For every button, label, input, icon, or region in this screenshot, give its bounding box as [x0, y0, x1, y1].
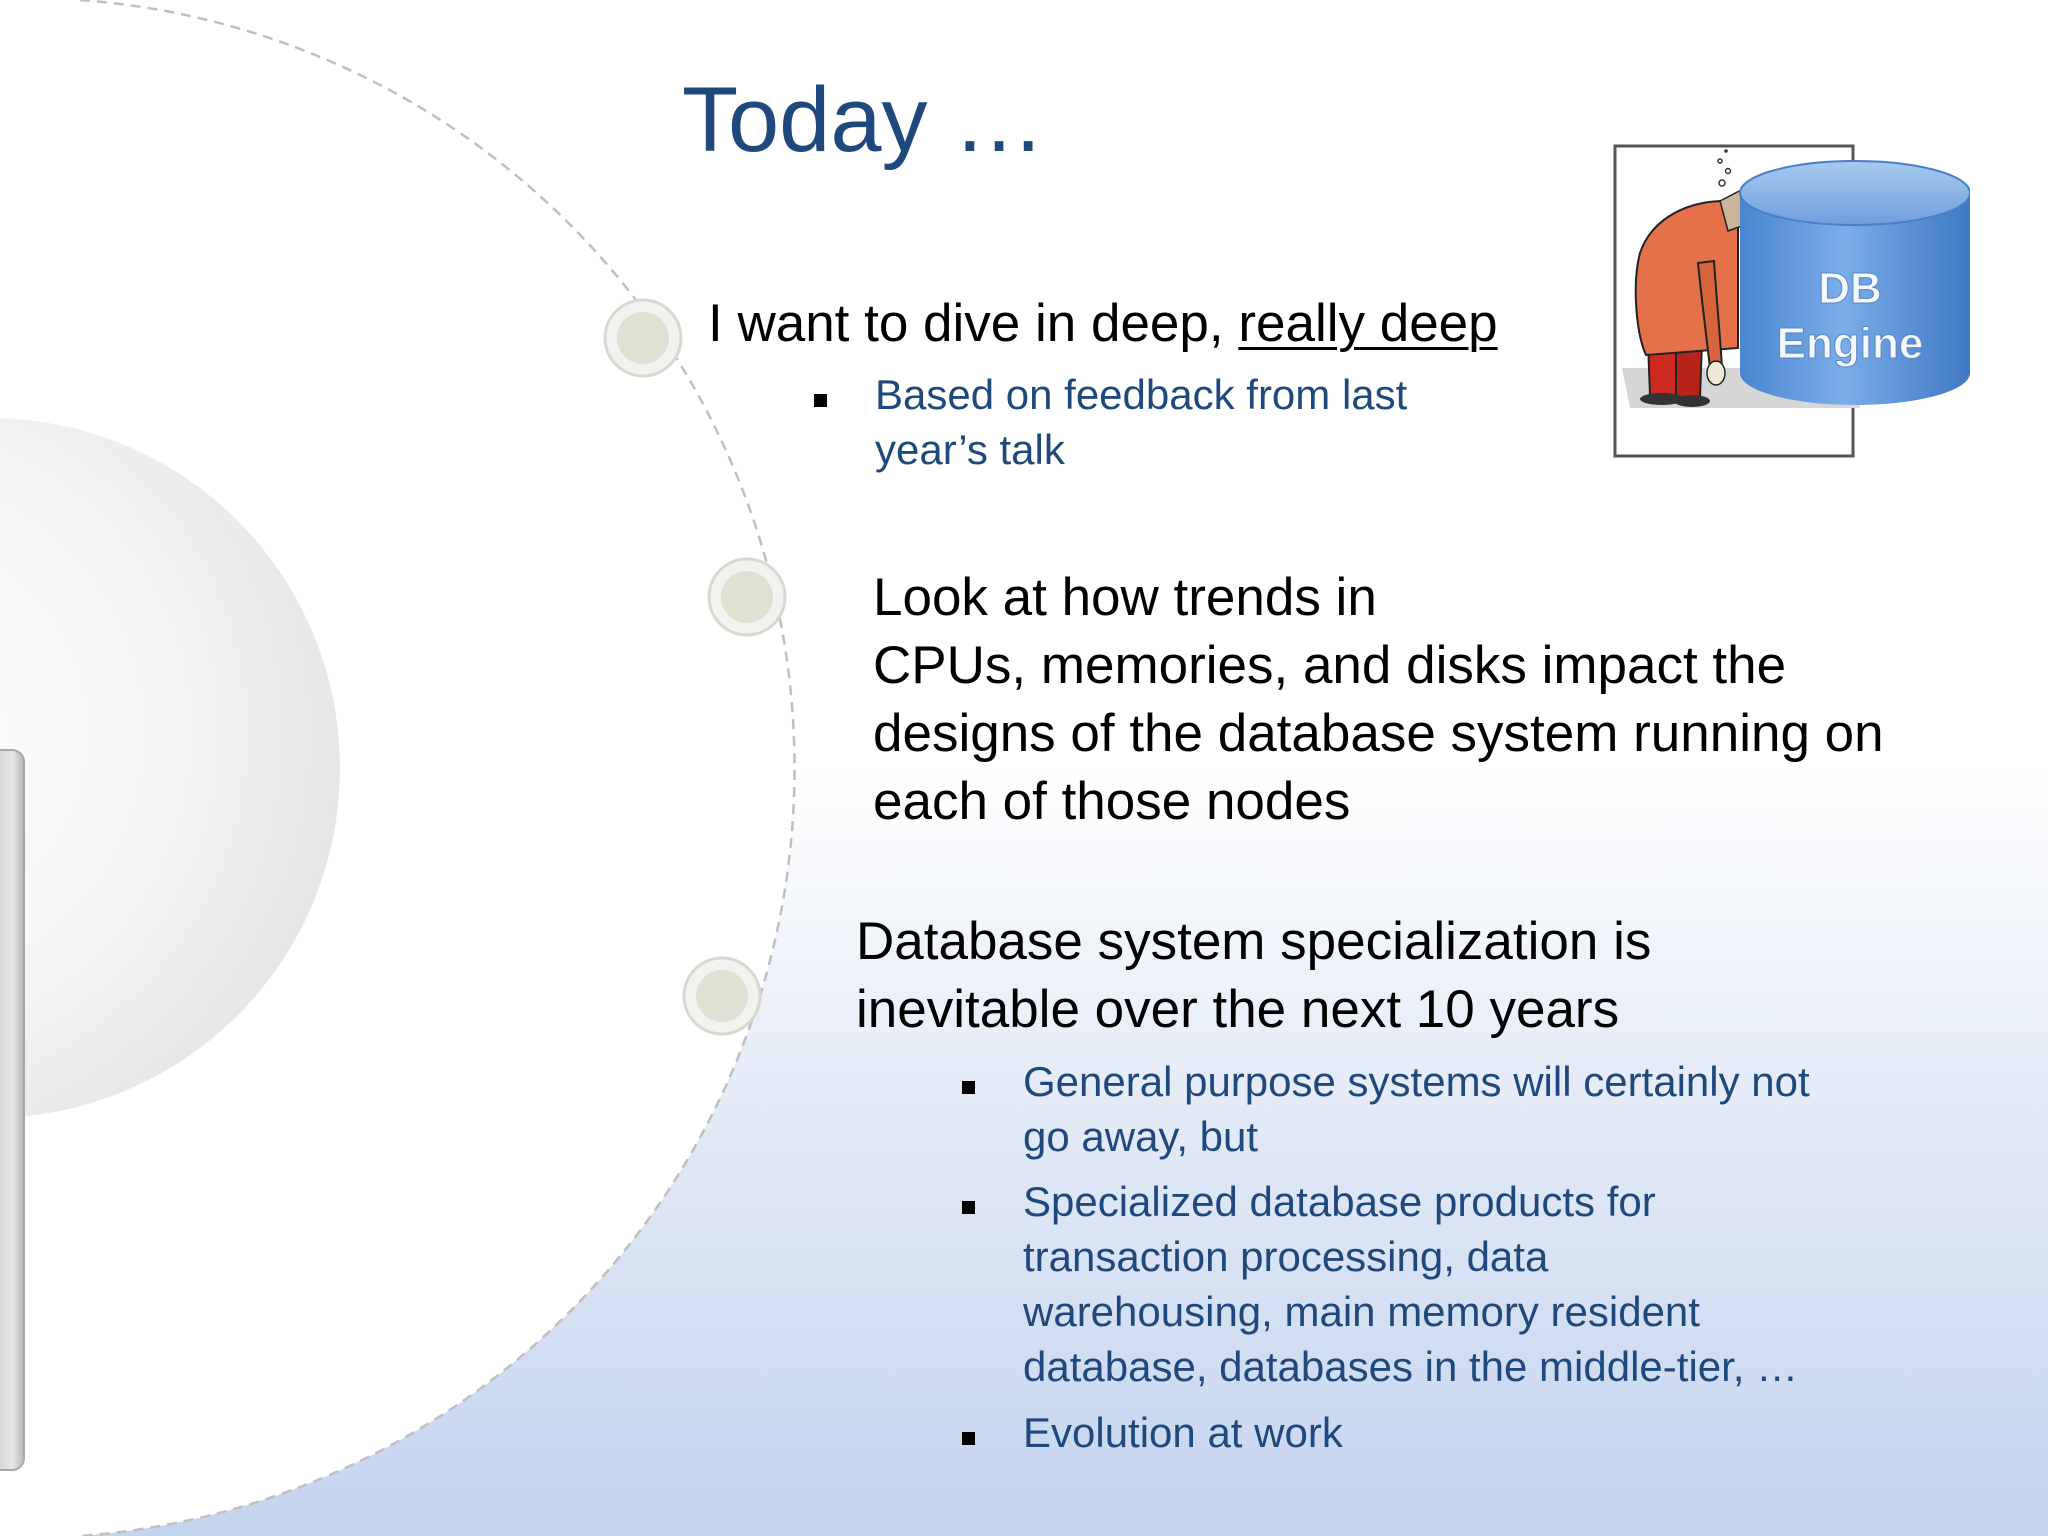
- point-2-line-1: Look at how trends in: [873, 568, 1377, 627]
- point-3-line-2: inevitable over the next 10 years: [856, 980, 1620, 1039]
- db-label-line-1: DB: [1818, 264, 1882, 313]
- point-1-sub-line-2: year’s talk: [875, 426, 1065, 473]
- point-2-line-4: each of those nodes: [873, 772, 1351, 831]
- db-label-line-2: Engine: [1777, 319, 1924, 368]
- point-3-sub-2-line-3: warehousing, main memory resident: [1023, 1288, 1700, 1335]
- grey-disc: [0, 418, 340, 1118]
- point-3-line-1: Database system specialization is: [856, 912, 1652, 971]
- arc-bullet-3: [682, 956, 762, 1036]
- left-bar: [0, 749, 25, 1471]
- point-3-sub-3-line-1: Evolution at work: [1023, 1409, 1343, 1456]
- point-2-line-3: designs of the database system running o…: [873, 704, 1884, 763]
- white-arc-area: [0, 0, 795, 1536]
- db-cylinder: DB Engine: [1739, 160, 1970, 405]
- point-2-line-2: CPUs, memories, and disks impact the: [873, 636, 1787, 695]
- point-1-text: I want to dive in deep, really deep: [708, 290, 1498, 358]
- point-1-sub-line-1: Based on feedback from last: [875, 371, 1408, 418]
- db-engine-clipart: DB Engine: [1613, 144, 1970, 458]
- sub-bullet-marker: [962, 1081, 975, 1094]
- person-figure: [1634, 149, 1751, 407]
- point-1-prefix: I want to dive in deep,: [708, 294, 1239, 353]
- dashed-arc: [79, 0, 796, 1536]
- point-3-sub-2-line-1: Specialized database products for: [1023, 1178, 1656, 1225]
- slide-title: Today …: [682, 69, 1046, 171]
- arc-bullet-2: [707, 557, 787, 637]
- sub-bullet-marker: [962, 1201, 975, 1214]
- arc-bullet-1: [603, 298, 683, 378]
- point-3-sub-2-line-2: transaction processing, data: [1023, 1233, 1549, 1280]
- sub-bullet-marker: [814, 394, 827, 407]
- point-3-sub-1-line-1: General purpose systems will certainly n…: [1023, 1058, 1810, 1105]
- point-3-sub-1-line-2: go away, but: [1023, 1113, 1259, 1160]
- point-1-emphasis: really deep: [1238, 294, 1498, 353]
- sub-bullet-marker: [962, 1432, 975, 1445]
- point-3-sub-2-line-4: database, databases in the middle-tier, …: [1023, 1343, 1799, 1390]
